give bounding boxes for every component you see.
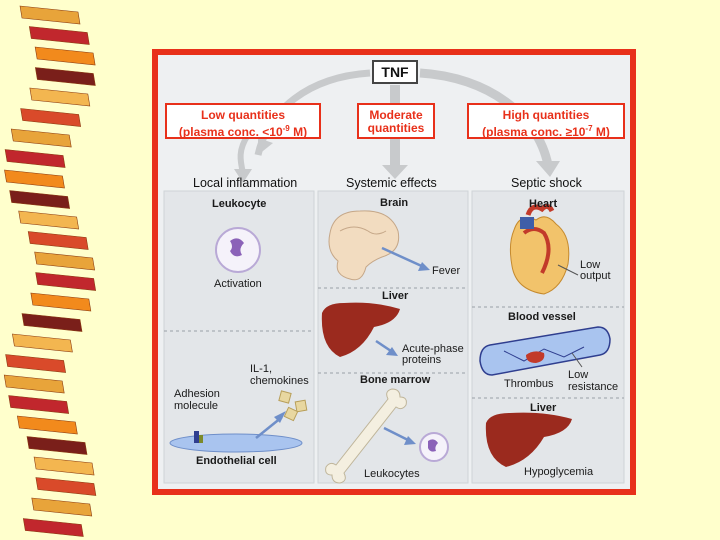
label-leukocytes: Leukocytes <box>364 468 420 480</box>
diagram-artwork <box>163 68 625 484</box>
decorative-border <box>3 5 97 537</box>
moderate-quantities-line1: Moderate <box>369 108 423 122</box>
low-quantities-box: Low quantities (plasma conc. <10-9 M) <box>165 103 321 139</box>
arrow-to-high <box>419 68 553 166</box>
liver-shape-systemic <box>321 302 400 357</box>
border-stripe <box>20 108 82 127</box>
label-low-resistance-line1: Low <box>568 369 589 381</box>
label-liver-systemic: Liver <box>382 290 409 302</box>
border-stripe <box>5 354 66 373</box>
border-stripe <box>16 415 78 435</box>
border-stripe <box>33 456 95 476</box>
arrow-head-high <box>536 161 560 177</box>
column-title-systemic: Systemic effects <box>346 176 437 190</box>
arrow-head-low <box>234 169 252 183</box>
fever-arrow <box>381 246 427 270</box>
border-stripe <box>3 374 65 394</box>
label-low-output-line1: Low <box>580 259 601 271</box>
label-liver-septic: Liver <box>530 402 557 414</box>
label-leukocyte: Leukocyte <box>212 198 267 210</box>
border-stripe <box>34 46 96 66</box>
border-stripe <box>27 231 89 250</box>
border-stripe <box>4 169 65 189</box>
bone-shape <box>325 388 407 484</box>
border-stripe <box>34 67 96 86</box>
label-acute-phase-line2: proteins <box>402 354 442 366</box>
high-quantities-line2: (plasma conc. ≥10-7 M) <box>469 122 623 139</box>
label-bone-marrow: Bone marrow <box>360 374 431 386</box>
low-conc-suffix: M) <box>289 125 308 139</box>
label-brain: Brain <box>380 197 409 209</box>
border-stripe <box>26 436 88 455</box>
label-thrombus: Thrombus <box>504 378 554 390</box>
border-stripe <box>35 272 97 291</box>
border-stripe <box>35 477 97 496</box>
endothelial-cell-shape <box>169 433 303 453</box>
liver-shape-septic <box>485 412 572 467</box>
label-il1-line1: IL-1, <box>250 363 273 375</box>
label-fever: Fever <box>432 265 461 277</box>
high-conc-exponent: -7 <box>585 124 593 133</box>
leukocyte-nucleus <box>230 238 244 257</box>
border-stripe <box>9 190 71 209</box>
label-activation: Activation <box>214 278 262 290</box>
label-adhesion-line2: molecule <box>174 400 219 412</box>
border-stripe <box>30 292 92 312</box>
border-stripe <box>31 497 93 517</box>
label-heart: Heart <box>529 198 558 210</box>
high-quantities-line1: High quantities <box>502 108 590 122</box>
label-il1-line2: chemokines <box>250 375 309 387</box>
border-stripe <box>19 5 81 25</box>
thrombus-shape <box>526 351 545 363</box>
label-adhesion-line1: Adhesion <box>174 388 220 400</box>
low-conc-exponent: -9 <box>282 124 290 133</box>
arrow-head-moderate <box>382 165 408 179</box>
label-low-output-line2: output <box>580 270 611 282</box>
low-output-leader <box>557 264 579 276</box>
border-stripe <box>34 251 96 271</box>
high-conc-prefix: (plasma conc. ≥10 <box>482 125 586 139</box>
border-stripe <box>18 210 80 230</box>
label-low-resistance-line2: resistance <box>568 381 619 393</box>
low-quantities-line2: (plasma conc. <10-9 M) <box>167 122 319 139</box>
low-conc-prefix: (plasma conc. <10 <box>178 125 283 139</box>
border-stripe <box>8 395 70 414</box>
label-acute-phase-line1: Acute-phase <box>402 343 464 355</box>
border-stripe <box>22 518 84 537</box>
column-title-local: Local inflammation <box>193 176 298 190</box>
label-blood-vessel: Blood vessel <box>508 311 576 323</box>
column-title-septic: Septic shock <box>511 176 582 190</box>
moderate-quantities-box: Moderate quantities <box>357 103 435 139</box>
tnf-box: TNF <box>372 60 418 84</box>
label-endothelial-cell: Endothelial cell <box>196 455 277 467</box>
border-stripe <box>12 333 73 353</box>
heart-shape <box>509 216 570 295</box>
border-stripe <box>21 313 83 332</box>
low-resistance-leader <box>571 352 583 368</box>
high-conc-suffix: M) <box>592 125 610 139</box>
adhesion-molecule-shape <box>194 431 199 443</box>
border-stripe <box>29 87 91 107</box>
low-quantities-line1: Low quantities <box>201 108 285 122</box>
border-stripe <box>4 149 66 168</box>
label-hypoglycemia: Hypoglycemia <box>524 466 594 478</box>
blood-vessel-shape <box>479 326 611 376</box>
border-stripe <box>28 26 90 45</box>
diagram-panel: TNF Low quantities (plasma conc. <10-9 M… <box>158 55 630 489</box>
high-quantities-box: High quantities (plasma conc. ≥10-7 M) <box>467 103 625 139</box>
moderate-quantities-line2: quantities <box>367 121 425 135</box>
border-stripe <box>10 128 72 148</box>
